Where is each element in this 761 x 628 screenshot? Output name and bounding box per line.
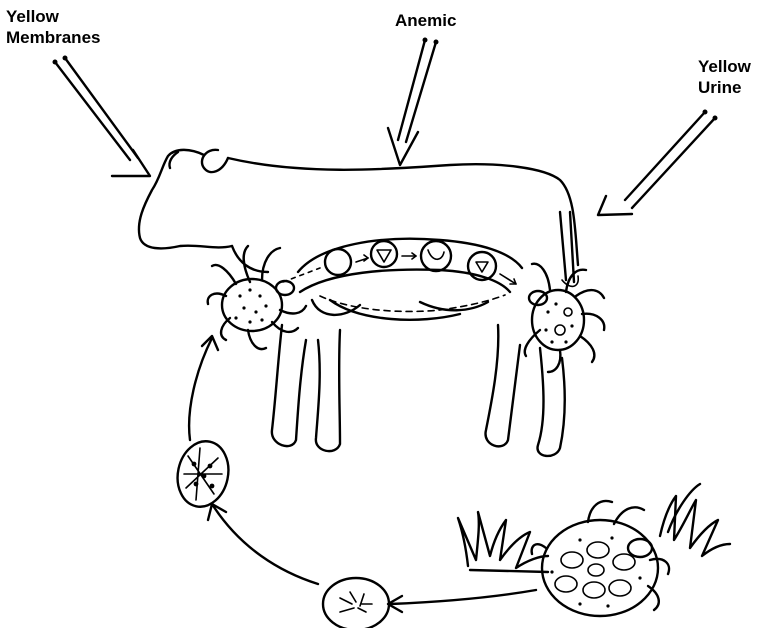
tick-eggs — [555, 542, 635, 598]
tick-engorged-with-eggs — [532, 501, 669, 616]
tick-left — [208, 246, 306, 349]
arrow-anemic — [388, 38, 439, 166]
grass-left — [458, 512, 548, 572]
merozoite-cell-1 — [325, 249, 351, 275]
arrow-yellow-membranes — [53, 56, 151, 177]
merozoite-cell-2 — [371, 241, 397, 267]
cow-drawing — [139, 150, 578, 456]
stage-oval-lower — [323, 578, 389, 628]
stage-oval-upper — [172, 437, 235, 512]
merozoite-cell-3 — [421, 241, 451, 271]
tick-right — [525, 264, 604, 372]
blood-cycle-band — [283, 239, 522, 320]
arrow-yellow-urine — [598, 110, 718, 216]
grass-right — [660, 484, 730, 556]
